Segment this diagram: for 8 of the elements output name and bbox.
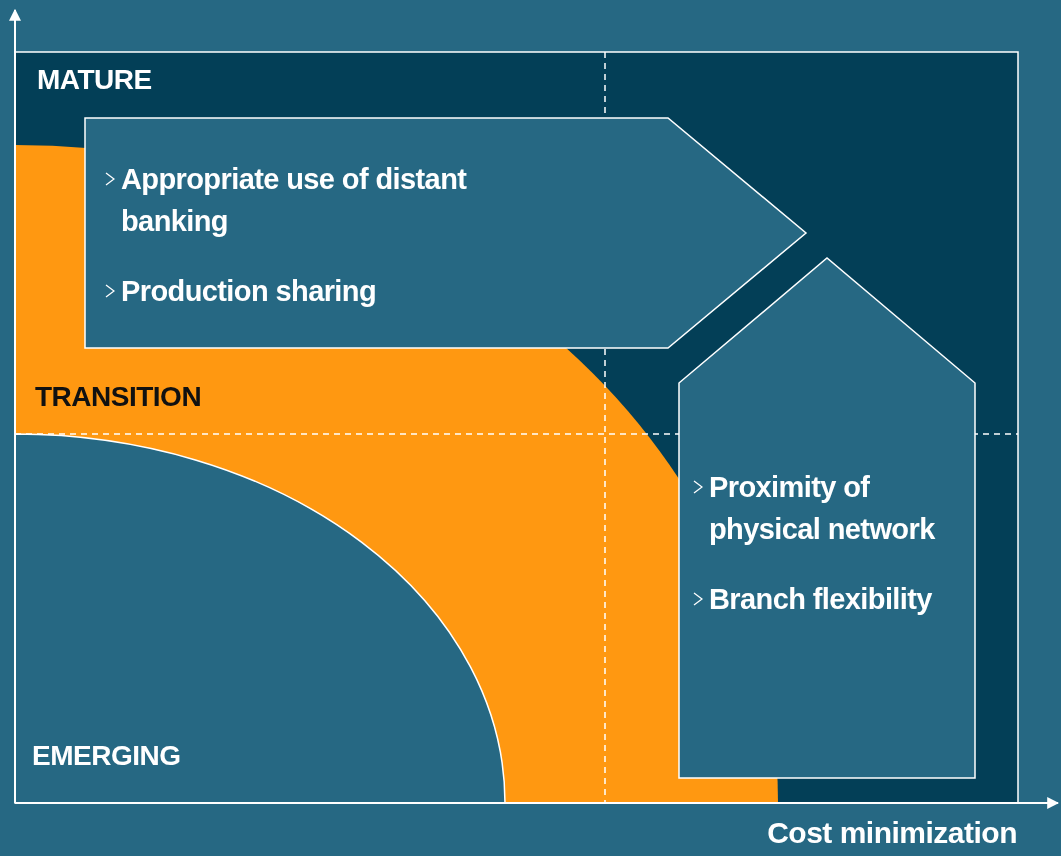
bullet-text: Branch flexibility bbox=[709, 582, 932, 617]
zone-label: TRANSITION bbox=[35, 381, 202, 413]
bullet-text: Appropriate use of distant banking bbox=[121, 162, 468, 240]
zone-label: MATURE bbox=[37, 64, 152, 96]
bullet-text: Production sharing bbox=[121, 274, 377, 309]
axis-title: Cost minimization bbox=[767, 816, 1017, 850]
zone-label: EMERGING bbox=[32, 740, 181, 772]
bullet-text: Proximity of physical network bbox=[709, 470, 936, 548]
